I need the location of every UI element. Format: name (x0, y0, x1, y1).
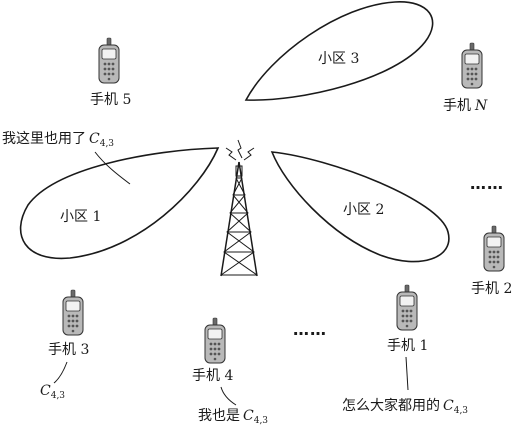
phone-4-icon (204, 317, 226, 364)
lightning-signal-icon (225, 139, 255, 161)
phone-4-label: 手机 4 (192, 368, 233, 384)
cell-1-lobe (19, 147, 220, 260)
cell-tower-icon (220, 161, 258, 277)
code-c: C (40, 383, 51, 399)
phone-3-icon (62, 289, 84, 336)
cell-3-label: 小区 3 (318, 51, 359, 67)
phone-1-label: 手机 1 (387, 338, 428, 354)
phone-1-icon (396, 284, 418, 331)
phone-5-label: 手机 5 (90, 92, 131, 108)
phone-2-label: 手机 2 (471, 281, 512, 297)
code-subscript: 4,3 (454, 406, 469, 416)
code-subscript: 4,3 (100, 139, 115, 149)
phone-n-icon (461, 42, 483, 89)
code-subscript: 4,3 (51, 391, 66, 401)
phone-3-label: 手机 3 (48, 342, 89, 358)
code-c: C (89, 131, 100, 147)
phone-5-icon (98, 37, 120, 84)
cell-2-lobe (270, 151, 450, 263)
annotation-phone-3-leader (53, 361, 68, 384)
annotation-me-too-leader (220, 386, 237, 406)
annotation-phone-3-code: C4,3 (40, 383, 65, 401)
annotation-also-used-leader (94, 151, 131, 185)
annotation-why-all-leader (405, 356, 409, 391)
code-c: C (443, 398, 454, 414)
cell-2-label: 小区 2 (343, 202, 384, 218)
phone-2-icon (483, 225, 505, 272)
cell-3-lobe (244, 1, 434, 101)
phone-n-variable: N (474, 98, 488, 114)
annotation-why-all-text: 怎么大家都用的 (342, 397, 440, 414)
annotation-also-used-text: 我这里也用了 (2, 130, 86, 147)
ellipsis-bottom: …… (293, 320, 327, 339)
annotation-me-too-text: 我也是 (198, 408, 240, 424)
code-subscript: 4,3 (254, 416, 269, 426)
cell-1-label: 小区 1 (60, 209, 101, 225)
code-c: C (243, 408, 254, 424)
phone-n-prefix: 手机 (443, 98, 471, 114)
ellipsis-right: …… (470, 174, 504, 193)
